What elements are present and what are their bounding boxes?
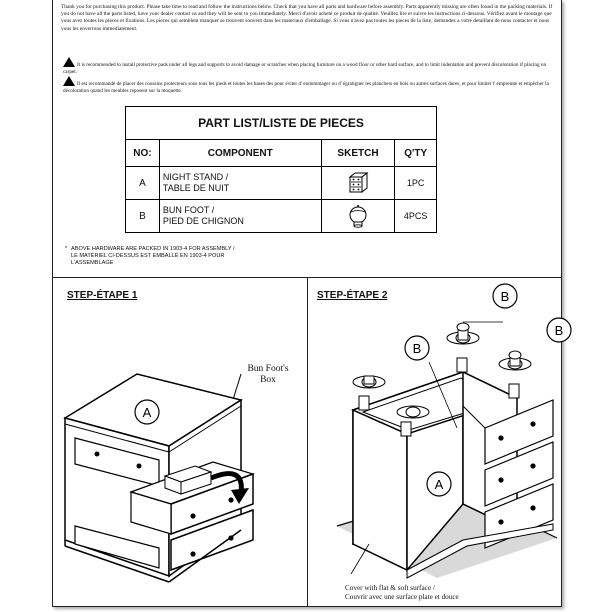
table-row: B BUN FOOT / PIED DE CHIGNON 4PCS	[125, 199, 437, 233]
bun-foot-icon	[349, 205, 367, 228]
part-list-header-row: NO: COMPONENT SKETCH Q'TY	[125, 139, 437, 167]
part-no: A	[125, 166, 160, 200]
bun-foot-back-left	[446, 322, 480, 345]
part-list-table: PART LIST/LISTE DE PIECES NO: COMPONENT …	[125, 106, 437, 233]
part-component: NIGHT STAND / TABLE DE NUIT	[158, 166, 322, 200]
warning-icon	[63, 76, 75, 86]
warning-icon	[63, 57, 75, 67]
step1-illustration: A	[63, 373, 255, 583]
step2-title: STEP-ÉTAPE 2	[317, 290, 388, 301]
step1-part-marker: A	[143, 405, 152, 420]
header-sketch: SKETCH	[320, 139, 396, 167]
foot-marker: B	[413, 341, 422, 356]
warning-french: Il est recommandé de placer des coussins…	[63, 76, 553, 95]
part-qty: 1PC	[394, 166, 437, 200]
foot-marker: B	[501, 289, 510, 304]
intro-text: Thank you for purchasing this product. P…	[61, 4, 553, 32]
hardware-footnote: * ABOVE HARDWARE ARE PACKED IN 1903-4 FO…	[65, 246, 235, 266]
section-divider-vertical	[307, 277, 308, 606]
night-stand-icon	[348, 171, 369, 194]
header-no: NO:	[125, 139, 160, 167]
step1-title: STEP-ÉTAPE 1	[67, 290, 138, 301]
step2-caption: Cover with flat & soft surface / Couvrir…	[345, 584, 459, 601]
part-component: BUN FOOT / PIED DE CHIGNON	[158, 199, 322, 233]
part-list-title: PART LIST/LISTE DE PIECES	[125, 106, 437, 140]
part-sketch	[320, 199, 396, 233]
part-sketch	[320, 166, 396, 200]
foot-marker: B	[555, 323, 564, 338]
step2-illustration: A B	[336, 283, 572, 579]
bun-foot-back-right	[498, 350, 532, 371]
table-row: A NIGHT STAND / TABLE DE NUIT 1PC	[125, 166, 437, 200]
part-qty: 4PCS	[394, 199, 437, 233]
bun-foot-front-right	[396, 405, 430, 419]
instruction-sheet: Thank you for purchasing this product. P…	[52, 0, 572, 607]
warning-english: It is recommended to install protective …	[63, 57, 553, 76]
bun-foot-front-left	[352, 375, 386, 389]
part-no: B	[125, 199, 160, 233]
header-qty: Q'TY	[394, 139, 437, 167]
bun-foot-box-callout: Bun Foot's Box	[247, 364, 289, 385]
step2-part-marker: A	[435, 477, 444, 492]
header-component: COMPONENT	[158, 139, 322, 167]
